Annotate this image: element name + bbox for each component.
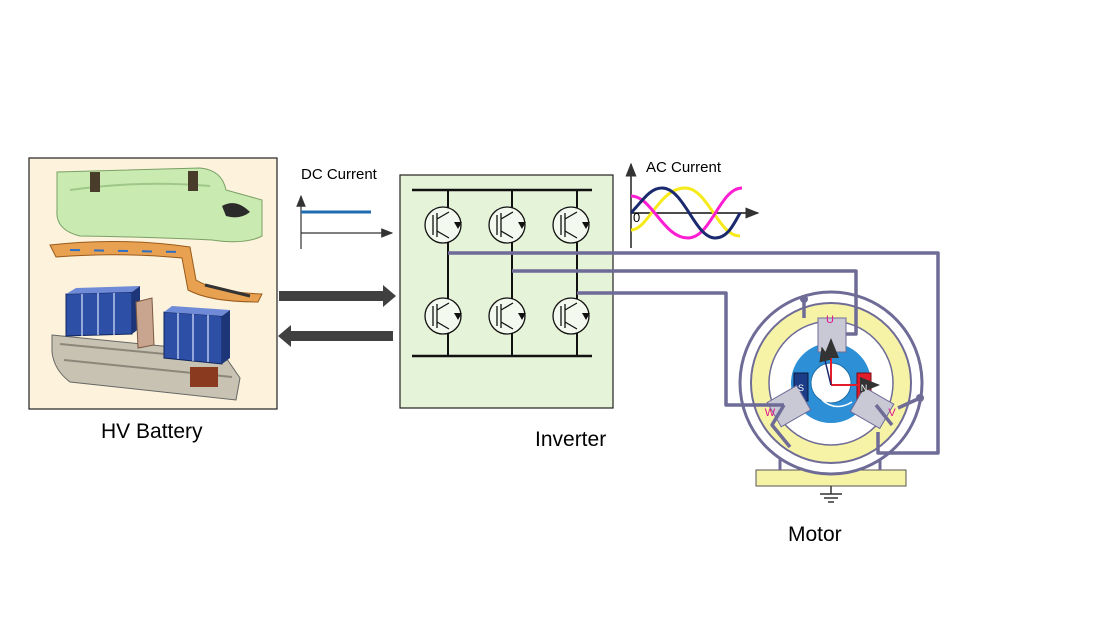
- phase-wire-3: [577, 291, 784, 407]
- dc-current-plot: [296, 194, 394, 249]
- ac-current-plot: [625, 162, 760, 248]
- ac-zero-label: 0: [633, 210, 641, 225]
- ac-phase-magenta: [630, 186, 743, 240]
- ac-phase-navy: [629, 186, 742, 240]
- dc-current-label: DC Current: [301, 166, 377, 183]
- motor-label: Motor: [788, 523, 842, 546]
- magnet-north-label: N: [861, 383, 868, 393]
- hv-battery-label: HV Battery: [101, 420, 203, 443]
- motor-phase-u-label: U: [826, 314, 834, 326]
- ac-phase-yellow: [630, 186, 741, 238]
- flow-arrow-to-inverter: [279, 285, 396, 307]
- motor-picture: [738, 290, 924, 503]
- phase-wire-2: [512, 269, 858, 336]
- inverter-label: Inverter: [535, 428, 607, 451]
- phase-wire-1: [448, 251, 940, 455]
- motor-phase-w-label: W: [765, 407, 776, 419]
- phase-wires: [448, 251, 940, 455]
- ac-current-label: AC Current: [646, 159, 722, 176]
- flow-arrow-to-battery: [278, 325, 393, 347]
- hv-battery-picture: [28, 157, 278, 410]
- motor-phase-v-label: V: [888, 407, 896, 419]
- magnet-south-label: S: [798, 383, 804, 393]
